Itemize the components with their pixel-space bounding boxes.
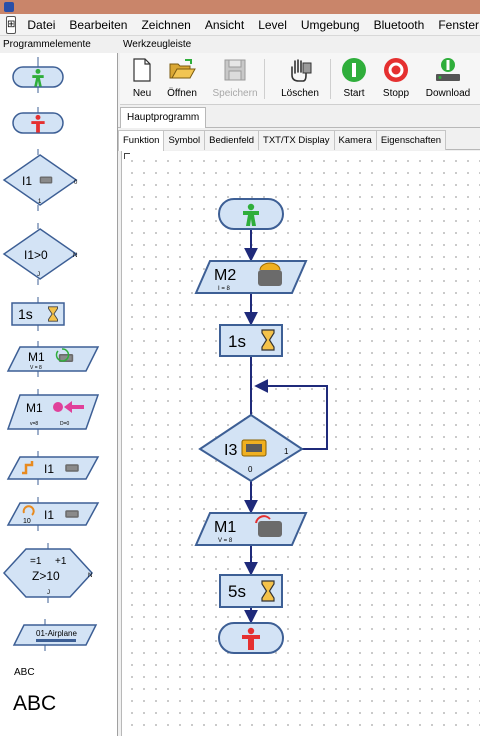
svg-text:01-Airplane: 01-Airplane (36, 629, 77, 638)
download-icon (434, 56, 462, 84)
menu-fenster[interactable]: Fenster (438, 17, 479, 32)
svg-text:D=0: D=0 (60, 421, 70, 427)
palette-wait-label: 1s (18, 306, 33, 322)
delete-hand-icon (286, 56, 314, 84)
menu-zeichnen[interactable]: Zeichnen (141, 17, 191, 32)
toolbar: Neu Öffnen Speichern Löschen Start Stopp (120, 53, 480, 105)
tab-symbol[interactable]: Symbol (163, 130, 206, 150)
flow-motor-m2-label: M2 (214, 267, 236, 284)
menu-ansicht[interactable]: Ansicht (204, 17, 245, 32)
svg-text:0: 0 (248, 465, 253, 474)
save-disk-icon (221, 56, 249, 84)
svg-text:V = 8: V = 8 (30, 365, 42, 371)
toolbar-separator (264, 59, 265, 99)
svg-text:V = 8: V = 8 (218, 538, 233, 544)
flow-wait-block-1s[interactable]: 1s (219, 324, 283, 357)
palette-compare-block[interactable]: I1>0 N J (2, 223, 78, 285)
flow-start-block[interactable] (218, 198, 284, 230)
delete-button[interactable]: Löschen (278, 56, 322, 102)
palette-text-large[interactable]: ABC (13, 692, 56, 715)
palette-branch-label: I1 (22, 174, 32, 188)
menu-level[interactable]: Level (258, 17, 287, 32)
flow-branch-block-i3[interactable]: I3 1 0 (198, 413, 304, 483)
new-file-icon (128, 56, 156, 84)
palette-motor-distance-block[interactable]: M1 v=8 D=0 (6, 389, 100, 435)
svg-text:+1: +1 (55, 556, 67, 567)
svg-text:N: N (73, 253, 77, 259)
app-icon (4, 2, 14, 12)
svg-text:10: 10 (23, 518, 31, 525)
menubar: ⊞ Datei Bearbeiten Zeichnen Ansicht Leve… (0, 14, 480, 36)
palette-header: Programmelemente (0, 37, 118, 53)
start-button[interactable]: Start (338, 56, 370, 102)
flow-wait-block-5s[interactable]: 5s (219, 574, 283, 608)
svg-text:I1: I1 (44, 508, 54, 522)
palette-counter-loop-block[interactable]: =1 +1 Z>10 N J (2, 543, 94, 603)
open-button[interactable]: Öffnen (164, 56, 200, 102)
open-folder-icon (168, 56, 196, 84)
menu-bluetooth[interactable]: Bluetooth (373, 17, 425, 32)
svg-text:J: J (47, 590, 50, 596)
palette-motor-block[interactable]: M1 V = 8 (6, 341, 100, 377)
palette-counter-block-b[interactable]: 10 I1 (6, 497, 100, 531)
menu-bearbeiten[interactable]: Bearbeiten (69, 17, 128, 32)
tab-bedienfeld[interactable]: Bedienfeld (204, 130, 260, 150)
palette-counter-block-a[interactable]: I1 (6, 451, 100, 485)
svg-text:=1: =1 (30, 556, 42, 567)
system-menu-icon[interactable]: ⊞ (6, 15, 17, 34)
flow-end-block[interactable] (218, 622, 284, 654)
svg-text:1: 1 (284, 447, 289, 456)
palette-text-small[interactable]: ABC (14, 667, 35, 678)
flow-wait-1s-label: 1s (228, 332, 246, 351)
svg-text:I = 8: I = 8 (218, 286, 231, 292)
tab-kamera[interactable]: Kamera (333, 130, 377, 150)
palette-sound-block[interactable]: 01-Airplane (12, 619, 98, 651)
view-tabs: Funktion Symbol Bedienfeld TXT/TX Displa… (118, 130, 480, 151)
svg-text:M1: M1 (26, 401, 43, 415)
program-tabs: Hauptprogramm (118, 106, 480, 128)
stop-icon (382, 56, 410, 84)
tab-hauptprogramm[interactable]: Hauptprogramm (120, 107, 207, 128)
flow-wait-5s-label: 5s (228, 582, 246, 601)
palette-compare-label: I1>0 (24, 248, 48, 262)
palette-start-block[interactable] (12, 61, 64, 93)
palette-branch-block[interactable]: I1 0 1 (2, 149, 78, 211)
svg-text:J: J (37, 272, 40, 278)
window-titlebar (0, 0, 480, 14)
svg-text:1: 1 (38, 199, 42, 205)
tab-funktion[interactable]: Funktion (118, 130, 165, 151)
svg-text:M1: M1 (28, 350, 45, 364)
save-button[interactable]: Speichern (212, 56, 258, 102)
menu-umgebung[interactable]: Umgebung (300, 17, 360, 32)
toolbar-header: Werkzeugleiste (123, 39, 192, 50)
tab-txt-display[interactable]: TXT/TX Display (258, 130, 335, 150)
download-button[interactable]: Download (422, 56, 474, 102)
palette-end-block[interactable] (12, 107, 64, 134)
flow-motor-block-m1[interactable]: M1 V = 8 (194, 512, 308, 546)
flowchart-canvas[interactable]: M2 I = 8 1s I3 1 0 M1 V = 8 (121, 151, 480, 736)
svg-text:0: 0 (74, 180, 78, 186)
canvas-origin-marker (124, 153, 130, 159)
stop-button[interactable]: Stopp (378, 56, 414, 102)
tab-eigenschaften[interactable]: Eigenschaften (375, 130, 447, 150)
svg-text:Z>10: Z>10 (32, 569, 60, 583)
svg-text:I1: I1 (44, 462, 54, 476)
program-elements-palette: I1 0 1 I1>0 N J 1s M1 V = 8 (0, 53, 118, 736)
menu-datei[interactable]: Datei (27, 17, 56, 32)
flow-motor-block-m2[interactable]: M2 I = 8 (194, 260, 308, 294)
new-button[interactable]: Neu (128, 56, 156, 102)
flow-motor-m1-label: M1 (214, 519, 236, 536)
svg-text:N: N (88, 573, 92, 579)
palette-wait-block[interactable]: 1s (11, 297, 65, 331)
toolbar-separator (330, 59, 331, 99)
svg-text:v=8: v=8 (30, 421, 38, 427)
flow-branch-i3-label: I3 (224, 442, 237, 459)
start-icon (340, 56, 368, 84)
